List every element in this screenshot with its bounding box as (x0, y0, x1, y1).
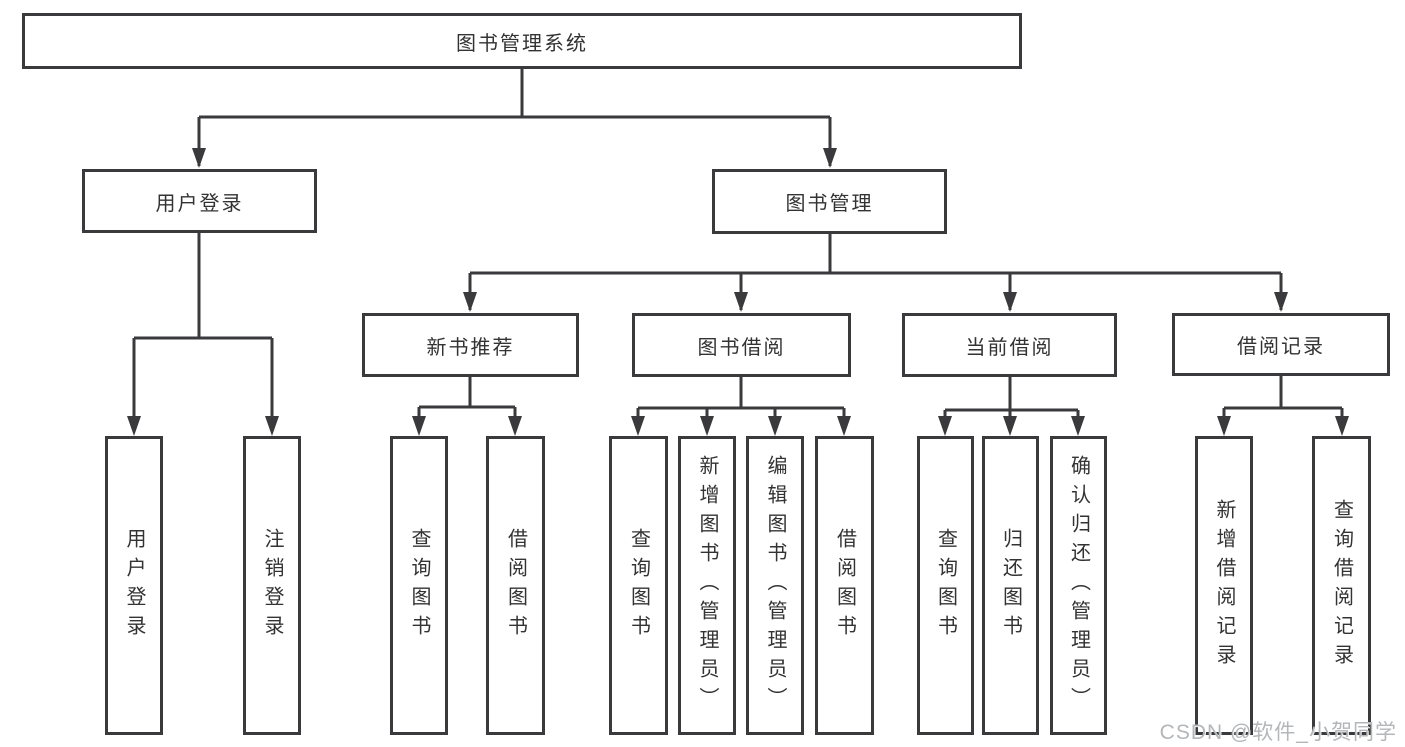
node-leaf-edit-book-admin: 编辑图书（管理员） (746, 436, 804, 735)
node-leaf-logout: 注销登录 (243, 436, 301, 735)
arrowhead-icon (938, 416, 952, 436)
node-label: 图书管理系统 (456, 32, 588, 55)
node-leaf-borrow-books-1: 借阅图书 (486, 436, 545, 735)
node-label: 新增图书（管理员） (696, 455, 718, 716)
node-label: 新增借阅记录 (1213, 498, 1235, 673)
arrowhead-icon (192, 148, 206, 168)
arrowhead-icon (700, 416, 714, 436)
node-label: 查询图书 (408, 527, 430, 644)
node-label: 借阅记录 (1237, 336, 1325, 358)
arrowhead-icon (508, 416, 522, 436)
node-leaf-borrow-books-2: 借阅图书 (815, 436, 874, 735)
node-label: 查询图书 (934, 527, 957, 644)
node-user-login-group: 用户登录 (82, 169, 317, 233)
node-leaf-return-books: 归还图书 (982, 436, 1039, 735)
arrowhead-icon (1003, 292, 1017, 312)
node-label: 借阅图书 (833, 527, 856, 644)
arrowhead-icon (631, 416, 645, 436)
node-leaf-query-books-1: 查询图书 (390, 436, 448, 735)
node-label: 用户登录 (123, 527, 145, 644)
node-label: 确认归还（管理员） (1067, 455, 1090, 716)
arrowhead-icon (837, 416, 851, 436)
connector-user-login-branch (132, 232, 274, 432)
node-book-borrowing: 图书借阅 (632, 313, 851, 377)
arrowhead-icon (1003, 416, 1017, 436)
arrowhead-icon (823, 148, 837, 168)
connector-new-books-branch (417, 377, 517, 432)
node-label: 新书推荐 (426, 336, 515, 359)
node-label: 查询借阅记录 (1330, 498, 1353, 673)
arrowheads (127, 148, 1349, 436)
node-leaf-confirm-return-admin: 确认归还（管理员） (1050, 436, 1107, 735)
node-label: 归还图书 (999, 527, 1022, 644)
node-leaf-query-books-3: 查询图书 (917, 436, 974, 735)
node-leaf-query-books-2: 查询图书 (609, 436, 668, 735)
node-label: 查询图书 (627, 527, 650, 644)
arrowhead-icon (463, 292, 477, 312)
node-label: 编辑图书（管理员） (764, 455, 786, 716)
node-current-borrowing: 当前借阅 (902, 313, 1117, 377)
node-root-system: 图书管理系统 (22, 13, 1022, 69)
node-label: 图书借阅 (697, 336, 786, 359)
arrowhead-icon (1217, 416, 1231, 436)
node-label: 借阅图书 (504, 527, 527, 644)
arrowhead-icon (412, 416, 426, 436)
node-book-management: 图书管理 (712, 169, 947, 234)
arrowhead-icon (1071, 416, 1085, 436)
arrowhead-icon (1274, 292, 1288, 312)
node-label: 图书管理 (785, 193, 874, 215)
connector-book-mgmt-branch (468, 233, 1283, 310)
arrowhead-icon (127, 416, 141, 436)
connector-root-trunk (197, 69, 832, 166)
connector-borrow-records-branch (1222, 376, 1344, 432)
node-label: 注销登录 (261, 527, 283, 644)
node-label: 当前借阅 (965, 336, 1054, 359)
node-leaf-add-borrow-record: 新增借阅记录 (1195, 436, 1253, 735)
node-leaf-add-book-admin: 新增图书（管理员） (678, 436, 736, 735)
arrowhead-icon (734, 292, 748, 312)
node-leaf-query-borrow-record: 查询借阅记录 (1312, 436, 1371, 735)
connector-book-borrow-branch (636, 377, 846, 432)
arrowhead-icon (1335, 416, 1349, 436)
csdn-watermark: CSDN @软件_小贺同学 (1159, 721, 1397, 744)
arrowhead-icon (265, 416, 279, 436)
node-leaf-user-login: 用户登录 (105, 436, 163, 735)
node-label: 用户登录 (155, 192, 244, 215)
node-new-book-recommend: 新书推荐 (362, 313, 579, 377)
arrowhead-icon (768, 416, 782, 436)
node-borrowing-records: 借阅记录 (1172, 313, 1390, 376)
